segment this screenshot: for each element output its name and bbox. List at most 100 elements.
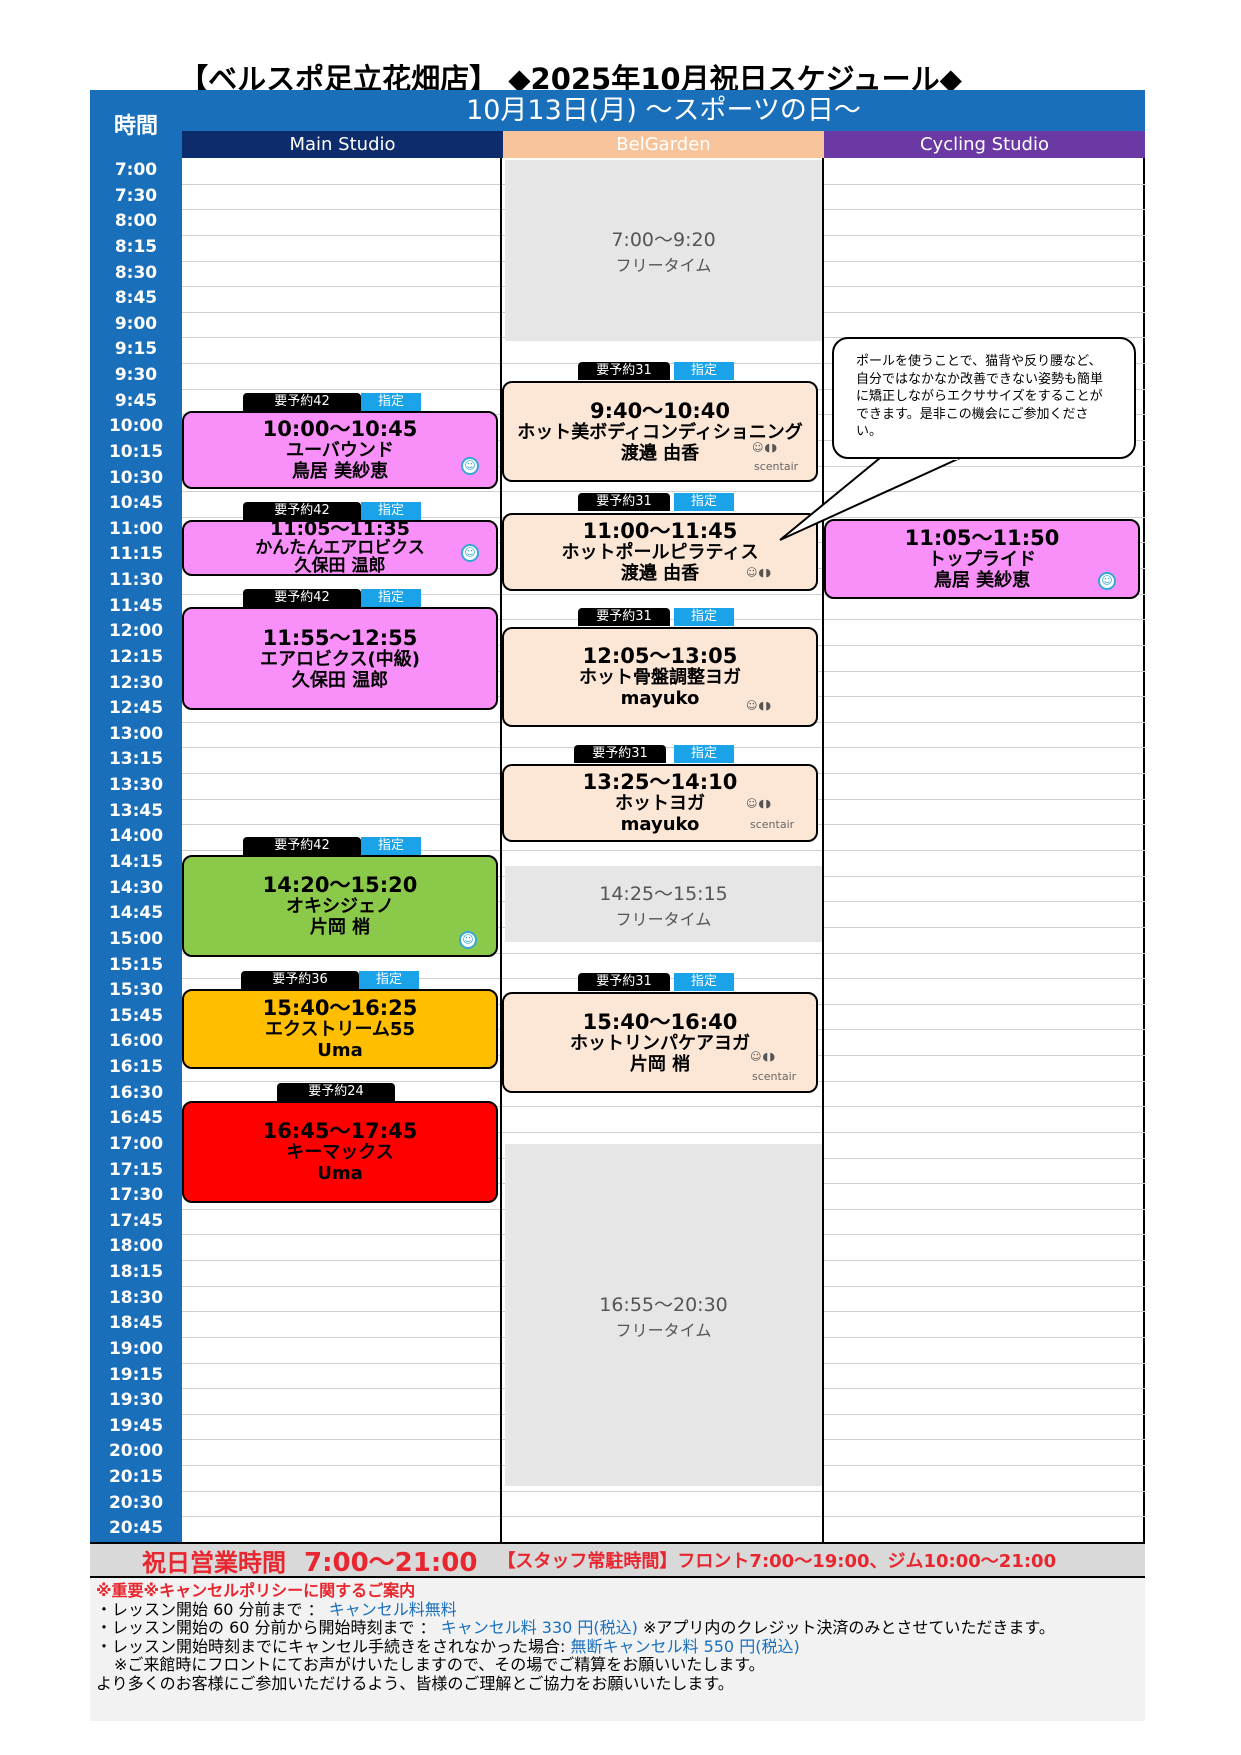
grid-row-line [182,1516,1145,1518]
amenity-icons: ☺◖◗ [750,1050,777,1063]
free-time-range: 7:00～9:20 [611,229,716,251]
time-slot-label: 17:30 [108,1185,164,1206]
lesson-card[interactable]: 9:40～10:40 ホット美ボディコンディショニング 渡邉 由香 [502,381,818,482]
lesson-card[interactable]: 11:00～11:45 ホットポールピラティス 渡邉 由香 [502,513,818,591]
time-slot-label: 17:00 [108,1133,164,1154]
lesson-card[interactable]: 16:45～17:45 キーマックス Uma [182,1101,498,1203]
smile-icon: ☺ [461,544,479,562]
time-slot-label: 13:00 [108,723,164,744]
smile-icon: ☺ [461,457,479,475]
reservation-tag: 要予約31 [578,608,670,626]
lesson-name: ホット骨盤調整ヨガ [579,667,741,689]
lesson-name: エクストリーム55 [265,1019,415,1041]
time-slot-label: 10:00 [108,416,164,437]
reservation-tag: 要予約31 [574,745,666,763]
time-slot-label: 12:30 [108,672,164,693]
amenity-icons: ☺◖◗ [746,699,773,712]
time-slot-label: 18:00 [108,1236,164,1257]
lesson-time: 12:05～13:05 [582,644,738,669]
lesson-instructor: 渡邉 由香 [620,563,700,585]
time-slot-label: 18:15 [108,1262,164,1283]
lesson-card[interactable]: 11:05～11:35 かんたんエアロビクス 久保田 温郎 [182,518,498,576]
lesson-name: エアロビクス(中級) [260,648,420,670]
designated-seat-tag: 指定 [674,608,734,626]
lesson-time: 11:05～11:35 [270,518,410,541]
lesson-time: 11:05～11:50 [904,526,1060,551]
speech-bubble: ポールを使うことで、猫背や反り腰など、自分ではなかなか改善できない姿勢も簡単に矯… [832,337,1136,459]
lesson-time: 11:55～12:55 [262,625,418,650]
free-time-label: フリータイム [615,1320,712,1340]
lesson-name: ホットポールピラティス [561,542,759,564]
lesson-instructor: 久保田 温郎 [291,669,389,691]
lesson-instructor: 久保田 温郎 [294,555,386,576]
time-slot-label: 8:00 [114,211,158,232]
notice-text: ・レッスン開始 60 分前まで ： [96,1599,329,1619]
scentair-logo: scentair [752,1070,797,1083]
lesson-card[interactable]: 10:00～10:45 ユーバウンド 鳥居 美紗恵 [182,411,498,489]
lesson-time: 11:00～11:45 [582,519,738,544]
time-slot-label: 16:45 [108,1108,164,1129]
grid-row-line [182,1490,1145,1492]
designated-seat-tag: 指定 [361,393,421,411]
lesson-name: トップライド [928,549,1036,571]
reservation-tag: 要予約42 [243,589,361,607]
lesson-instructor: 鳥居 美紗恵 [933,570,1031,592]
notice-line: ・レッスン開始 60 分前まで ： キャンセル料無料 [96,1599,1139,1620]
lesson-time: 10:00～10:45 [262,417,418,442]
holiday-hours-value: 7:00～21:00 [304,1547,478,1578]
notice-line: より多くのお客様にご参加いただけるよう、皆様のご理解とご協力をお願いいたします。 [96,1673,734,1693]
reservation-tag: 要予約24 [277,1083,395,1101]
time-slot-label: 7:30 [114,185,158,206]
free-time-range: 16:55～20:30 [599,1293,728,1316]
lesson-card[interactable]: 11:55～12:55 エアロビクス(中級) 久保田 温郎 [182,607,498,710]
grid-row-line [182,952,1145,954]
lesson-instructor: 渡邉 由香 [620,442,700,464]
time-slot-label: 9:15 [114,339,158,360]
designated-seat-tag: 指定 [361,837,421,855]
time-slot-label: 7:00 [114,160,158,180]
time-slot-label: 10:30 [108,467,164,488]
amenity-icons: ☺◖◗ [746,566,773,579]
lesson-instructor: mayuko [620,688,700,710]
notice-line: ・レッスン開始の 60 分前から開始時刻まで ： キャンセル料 330 円(税込… [96,1618,1139,1638]
lesson-card[interactable]: 15:40～16:40 ホットリンパケアヨガ 片岡 梢 [502,992,818,1093]
time-slot-label: 15:15 [108,954,164,975]
lesson-time: 15:40～16:40 [582,1009,738,1034]
time-slot-label: 20:15 [108,1467,164,1488]
time-slot-label: 15:00 [108,928,164,949]
reservation-tag: 要予約36 [241,971,359,989]
lesson-card[interactable]: 12:05～13:05 ホット骨盤調整ヨガ mayuko [502,627,818,727]
notice-text: ・レッスン開始の 60 分前から開始時刻まで ： [96,1618,441,1638]
lesson-card[interactable]: 14:20～15:20 オキシジェノ 片岡 梢 [182,855,498,957]
time-slot-label: 18:30 [108,1287,164,1308]
amenity-icons: ☺◖◗ [746,797,773,810]
time-slot-label: 20:45 [108,1518,164,1539]
designated-seat-tag: 指定 [359,971,419,989]
reservation-tag: 要予約31 [578,362,670,380]
lesson-card[interactable]: 15:40～16:25 エクストリーム55 Uma [182,989,498,1069]
time-slot-label: 14:30 [108,877,164,898]
time-slot-label: 19:15 [108,1364,164,1385]
designated-seat-tag: 指定 [674,362,734,380]
lesson-card[interactable]: 11:05～11:50 トップライド 鳥居 美紗恵 [824,519,1140,599]
notice-highlight: 無断キャンセル料 550 円(税込) [570,1636,800,1656]
time-slot-label: 13:30 [108,775,164,796]
time-slot-label: 17:15 [108,1159,164,1180]
time-slot-label: 9:45 [114,390,158,411]
lesson-name: ユーバウンド [286,440,394,462]
reservation-tag: 要予約42 [243,837,361,855]
time-slot-label: 14:00 [108,826,164,847]
notice-line: ・レッスン開始時刻までにキャンセル手続きをされなかった場合: 無断キャンセル料 … [96,1636,1139,1657]
lesson-instructor: 鳥居 美紗恵 [291,461,389,483]
lesson-card[interactable]: 13:25～14:10 ホットヨガ mayuko [502,764,818,842]
lesson-instructor: 片岡 梢 [309,917,371,939]
time-slot-label: 10:15 [108,441,164,462]
lesson-name: キーマックス [286,1142,394,1164]
time-slot-label: 12:00 [108,621,164,642]
lesson-time: 9:40～10:40 [589,398,731,423]
time-slot-label: 11:00 [108,518,164,539]
time-slot-label: 12:45 [108,698,164,719]
grid-row-line [182,593,1145,595]
time-slot-label: 16:00 [108,1031,164,1052]
